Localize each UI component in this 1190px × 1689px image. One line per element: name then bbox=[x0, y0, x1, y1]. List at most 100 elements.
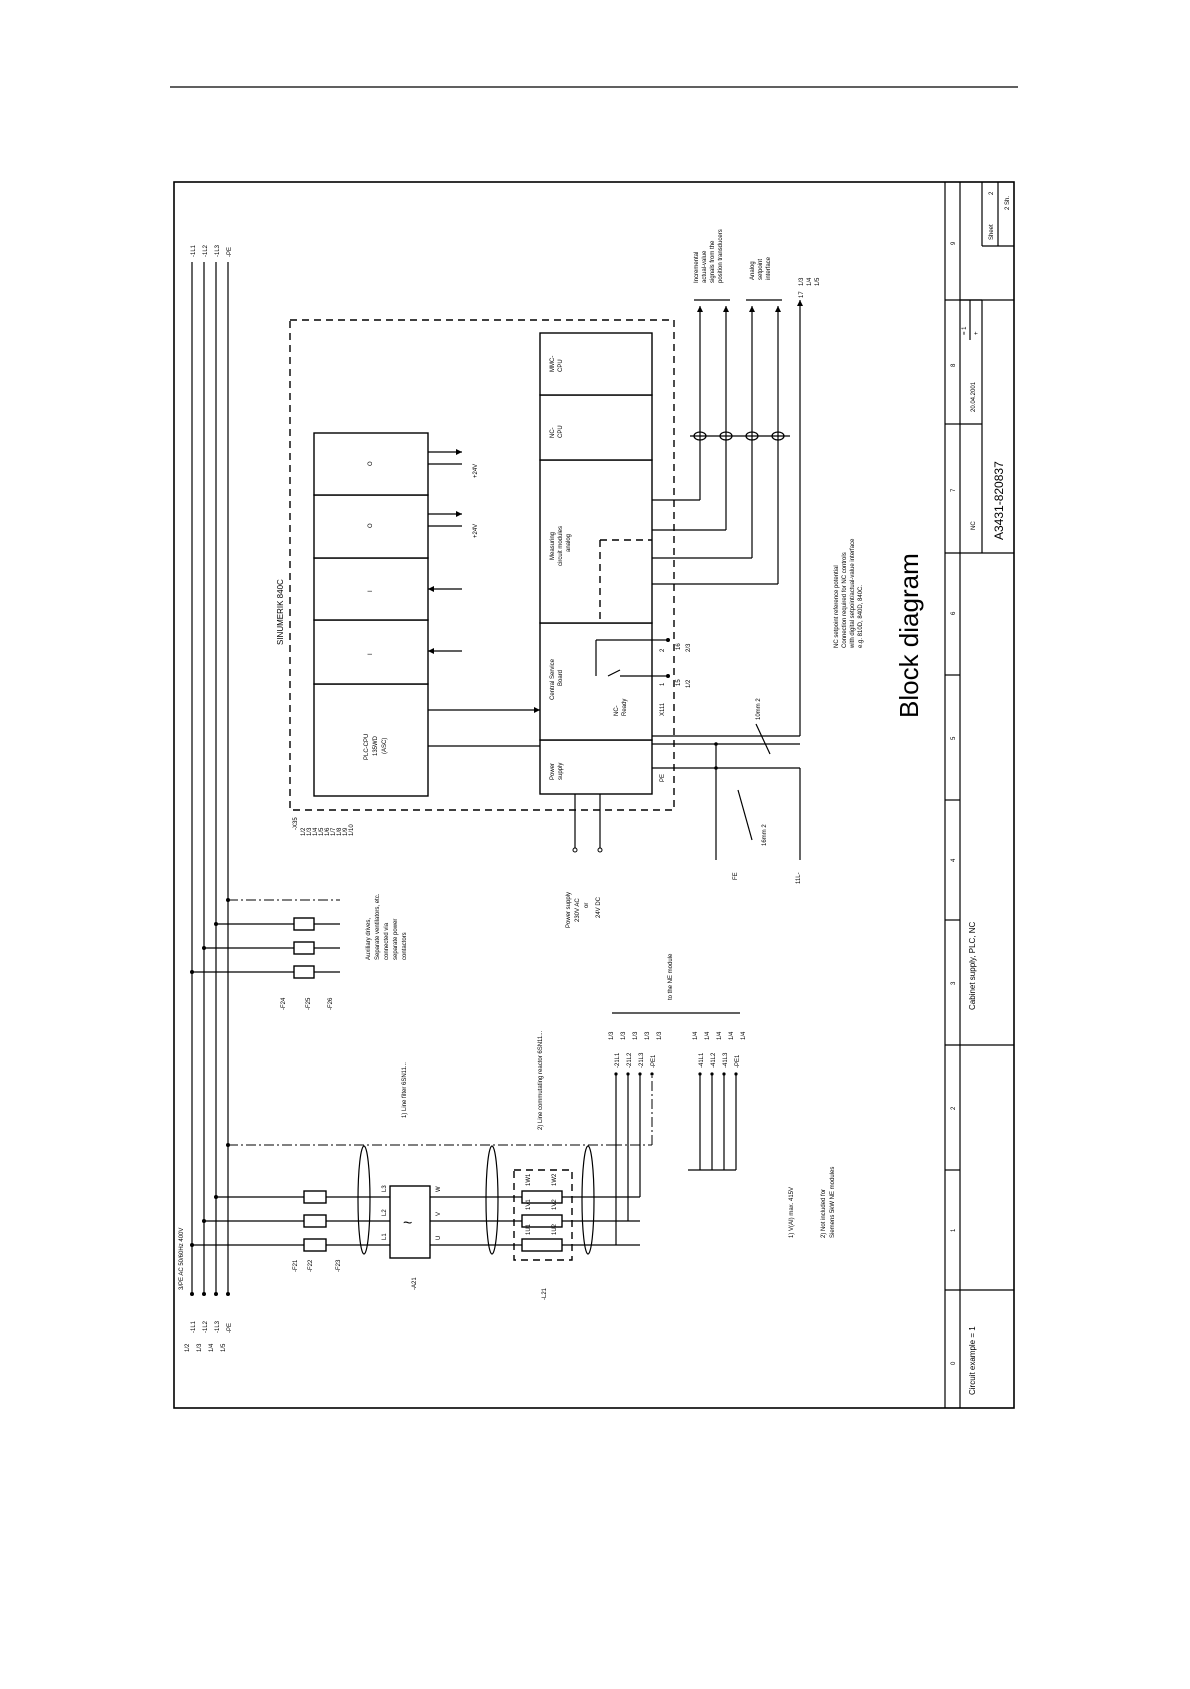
reactor-t-1u1: 1U1 bbox=[526, 1223, 532, 1235]
nc-note-line: NC setpoint reference potential bbox=[834, 565, 840, 648]
rail-in-l1: -1L1 bbox=[191, 1320, 197, 1333]
fuse-group-main bbox=[303, 1190, 327, 1252]
nc-cpu bbox=[539, 394, 653, 461]
supply-in-ref: 1/3 bbox=[197, 1343, 203, 1352]
outputs-41: -41L1 -41L2 -41L3 -PE1 bbox=[699, 1052, 741, 1068]
reactor-tag: -L21 bbox=[542, 1287, 548, 1300]
output-41: -41L1 bbox=[699, 1052, 705, 1068]
rev-b: + bbox=[974, 331, 980, 335]
filter-in-l1: L1 bbox=[382, 1233, 388, 1240]
reactor-dashed-box bbox=[513, 1169, 573, 1261]
xsa-label: -X35 bbox=[293, 817, 299, 830]
col-num: 3 bbox=[951, 981, 957, 985]
cable-ellipse bbox=[485, 1145, 499, 1255]
nc-rack bbox=[539, 332, 653, 795]
fuse-label-f24: -F24 bbox=[281, 997, 287, 1010]
analog-note-line: Analog bbox=[750, 261, 756, 280]
aux-note-line: Separate ventilators, etc. bbox=[375, 893, 381, 960]
aux-note-line: connected via bbox=[384, 922, 390, 960]
psu-note-line: Power supply bbox=[566, 892, 572, 928]
rail-in-l3: -1L3 bbox=[215, 1320, 221, 1333]
supply-in-ref: 1/5 bbox=[221, 1343, 227, 1352]
csb-contacts bbox=[595, 638, 670, 678]
right-ref-line: 17 bbox=[799, 291, 805, 298]
xsa-ref: 1/9 bbox=[343, 827, 349, 836]
xsa-ref: 1/10 bbox=[349, 824, 355, 836]
reactor-t-1w1: 1W1 bbox=[526, 1173, 532, 1186]
cable-ellipse bbox=[581, 1145, 595, 1255]
mmccpu-label-1: MMC- bbox=[550, 356, 556, 372]
analog-note: Analog setpoint interface bbox=[750, 256, 772, 280]
aux-branch-wiring bbox=[190, 898, 340, 979]
aux-note-line: Auxiliary drives, bbox=[366, 918, 372, 960]
nccpu-label-2: CPU bbox=[558, 425, 564, 438]
sheets-total: 2 Sh. bbox=[1005, 196, 1011, 210]
outputs-41-refs: 1/4 1/4 1/4 1/4 1/4 bbox=[693, 1031, 747, 1040]
col-num: 9 bbox=[951, 241, 957, 245]
fuse bbox=[293, 965, 315, 979]
circuit-example: Circuit example = 1 bbox=[968, 1326, 977, 1395]
rail-in-pe: -PE bbox=[227, 1323, 233, 1333]
output-ref-21: 1/3 bbox=[621, 1031, 627, 1040]
filter-out-w: W bbox=[436, 1186, 442, 1192]
encoder-note-line: position transducers bbox=[718, 229, 724, 283]
right-ref-line: 1/4 bbox=[807, 277, 813, 286]
col-num: 1 bbox=[951, 1228, 957, 1232]
plc-text-1: PLC-CPU bbox=[364, 734, 370, 760]
date: 20.04.2001 bbox=[971, 381, 977, 412]
aux-note-line: contactors bbox=[402, 932, 408, 960]
output-41: -PE1 bbox=[735, 1054, 741, 1068]
psu-note-line: 230V AC bbox=[575, 898, 581, 922]
nc-power-supply bbox=[539, 739, 653, 795]
x111-pin-2: 2 bbox=[660, 648, 666, 652]
grid-strip bbox=[945, 182, 1014, 1291]
plc-text-2: 135WD bbox=[373, 735, 379, 756]
sinumerik-dashed-frame bbox=[289, 319, 675, 811]
reactor-note: 2) Line commutating reactor 6SN11... bbox=[538, 1030, 544, 1130]
x111-ref-1: 1/2 bbox=[686, 679, 692, 688]
right-ref-line: 1/5 bbox=[815, 277, 821, 286]
power-supply-note: Power supply 230V AC or 24V DC bbox=[566, 892, 602, 928]
output-21: -21L1 bbox=[615, 1052, 621, 1068]
output-21: -PE1 bbox=[651, 1054, 657, 1068]
cable-ellipse bbox=[357, 1145, 371, 1255]
pe-size-label: 16mm 2 bbox=[762, 824, 768, 846]
output-ref-21: 1/3 bbox=[657, 1031, 663, 1040]
x111-out-16: 16 bbox=[676, 643, 682, 650]
filter-note: 1) Line filter 6SN11... bbox=[402, 1062, 408, 1118]
csb-label-1: Central Service bbox=[550, 658, 556, 700]
mmc-cpu bbox=[539, 332, 653, 396]
drawing-number: A3431-820837 bbox=[992, 461, 1006, 540]
io-label-2: I bbox=[368, 590, 374, 592]
nccpu-label-1: NC- bbox=[550, 427, 556, 438]
filter-tag: -A21 bbox=[412, 1277, 418, 1290]
filter-out-u: U bbox=[436, 1236, 442, 1240]
to-ne-module: to the NE module bbox=[668, 953, 674, 1000]
nc-note-line: Connection required for NC controls bbox=[842, 552, 848, 648]
rev-a: = 1 bbox=[962, 326, 968, 335]
reactor-t-1v2: 1V2 bbox=[552, 1199, 558, 1210]
xsa-ref: 1/2 bbox=[301, 827, 307, 836]
cable-bundles bbox=[357, 1145, 595, 1255]
reactor-t-1v1: 1V1 bbox=[526, 1199, 532, 1210]
meas-label-3: analog bbox=[566, 534, 572, 552]
nc-measuring bbox=[539, 459, 653, 624]
plc-cpu-module bbox=[313, 683, 429, 797]
abbrev-nc: NC bbox=[971, 521, 977, 530]
supply-in-refs: 1/2 1/3 1/4 1/5 bbox=[185, 1343, 227, 1352]
col-num: 4 bbox=[951, 858, 957, 862]
io-module bbox=[313, 557, 429, 621]
x111-ref-2: 2/3 bbox=[686, 643, 692, 652]
encoder-note-line: Incremental bbox=[694, 252, 700, 283]
output-ref-21: 1/3 bbox=[633, 1031, 639, 1040]
footnote-2: 2) Not included for bbox=[821, 1189, 827, 1238]
fuse-label-f26: -F26 bbox=[328, 997, 334, 1010]
rail-out-l1: -1L1 bbox=[191, 244, 197, 257]
psu-label-1: Power bbox=[550, 763, 556, 780]
x111-pin-1: 1 bbox=[660, 682, 666, 686]
fuse-label-f21: -F21 bbox=[293, 1259, 299, 1272]
outputs-21: -21L1 -21L2 -21L3 -PE1 bbox=[615, 1052, 657, 1068]
sheet-value: 2 bbox=[989, 191, 995, 195]
xsa-ref: 1/3 bbox=[307, 827, 313, 836]
csb-label-2: Board bbox=[558, 670, 564, 686]
